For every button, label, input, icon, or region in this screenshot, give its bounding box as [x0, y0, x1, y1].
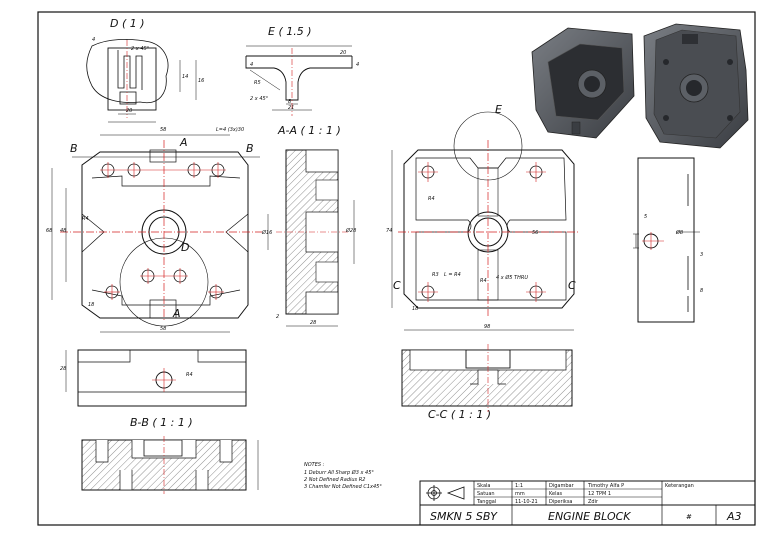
side-view-dim-2: 5 — [644, 214, 647, 220]
tb-scale-value: 1:1 — [515, 483, 523, 489]
section-aa-view: A-A ( 1 : 1 ) Ø16 Ø28 2 28 — [261, 124, 356, 327]
detail-e-dim-5: 21 — [288, 105, 294, 111]
front-view-dim-r: R4 — [186, 372, 193, 378]
notes-line-2: 2 Not Defined Radius R2 — [304, 477, 365, 483]
detail-d-slot-base — [119, 91, 137, 105]
top-view-dim-corner: 18 — [88, 302, 94, 308]
tb-remarks-label: Keterangan — [665, 483, 694, 489]
section-cc-title: C-C ( 1 : 1 ) — [428, 408, 491, 421]
center-view-dim-hole: 4 x Ø5 THRU — [496, 274, 528, 281]
section-aa-title: A-A ( 1 : 1 ) — [277, 124, 341, 137]
center-view-dim-width: 98 — [484, 324, 490, 330]
isometric-render-2 — [643, 23, 749, 149]
tb-scale-label: Skala — [477, 483, 491, 489]
detail-d-view: D ( 1 ) 4 2 x 45° 14 16 20 — [86, 17, 204, 123]
top-view-dim-bottom: 58 — [160, 326, 166, 332]
notes-line-3: 3 Chamfer Not Defined C1x45° — [304, 484, 382, 490]
section-bb-view: B-B ( 1 : 1 ) — [81, 416, 259, 494]
detail-e-dim-6: 20 — [340, 50, 346, 56]
section-aa-dim-1: Ø16 — [261, 229, 272, 236]
isometric-render-1 — [531, 27, 635, 139]
tb-class-value: 12 TPM 1 — [588, 491, 611, 497]
section-bb-title: B-B ( 1 : 1 ) — [130, 416, 193, 429]
tb-checked-value: Zdir — [588, 499, 599, 505]
front-view: R4 28 — [60, 349, 247, 407]
top-view-marker-b-right: B — [246, 142, 254, 155]
detail-d-boundary — [86, 38, 169, 104]
detail-e-dim-2: R5 — [254, 80, 261, 86]
side-view-body — [637, 157, 695, 323]
tb-unit-label: Satuan — [477, 491, 495, 497]
notes-block: NOTES : 1 Deburr All Sharp Ø3 x 45° 2 No… — [304, 462, 382, 490]
top-view: B B A A D — [46, 127, 262, 333]
detail-d-slot — [117, 50, 143, 90]
section-aa-dim-2: Ø28 — [345, 227, 356, 234]
center-view-marker-e: E — [495, 103, 502, 116]
tb-checked-label: Diperiksa — [549, 499, 573, 505]
title-block: Skala 1:1 Satuan mm Tanggal 11-10-21 Dig… — [419, 480, 756, 526]
top-view-dim-height2: 48 — [60, 228, 66, 234]
section-aa-dim-4: 28 — [310, 320, 316, 326]
tb-title: ENGINE BLOCK — [548, 510, 631, 523]
tb-school: SMKN 5 SBY — [430, 510, 498, 523]
detail-d-dim-1: 4 — [92, 37, 95, 43]
center-view-dim-r: R4 — [480, 278, 487, 284]
tb-number: # — [686, 513, 692, 521]
section-cc-view: C-C ( 1 : 1 ) — [401, 344, 573, 421]
tb-drawn-label: Digambar — [549, 483, 575, 489]
detail-e-dim-3: 2 x 45° — [250, 96, 269, 102]
top-view-dim-r: R4 — [82, 216, 89, 222]
detail-e-view: E ( 1.5 ) 4 R5 2 x 45° 8 21 20 4 — [245, 25, 359, 116]
center-view-marker-c-right: C — [568, 279, 576, 292]
tb-date-value: 11-10-21 — [515, 499, 538, 505]
tb-class-label: Kelas — [549, 491, 563, 497]
projection-symbol — [426, 485, 465, 501]
center-view-dim-mid: 56 — [532, 230, 538, 236]
center-view-dim-height: 74 — [386, 228, 392, 234]
side-view-dim-3: 3 — [700, 252, 703, 258]
top-view-outline — [81, 151, 249, 319]
center-view-dim-r1: R4 — [428, 196, 435, 202]
center-view-outline — [403, 149, 575, 309]
tb-size: A3 — [726, 510, 742, 523]
center-view-marker-c-left: C — [393, 279, 401, 292]
top-view-dim-chamfer: L=4 (3x)30 — [216, 127, 244, 133]
detail-d-outer — [107, 47, 157, 111]
notes-line-1: 1 Deburr All Sharp Ø3 x 45° — [304, 469, 374, 476]
side-view: Ø8 5 3 8 — [633, 157, 703, 323]
detail-d-dim-4: 16 — [198, 78, 204, 84]
tb-drawn-value: Timothy Alfa P — [587, 483, 624, 489]
front-view-dim-h: 28 — [60, 366, 66, 372]
top-view-dim-width: 58 — [160, 127, 166, 133]
detail-d-dim-5: 20 — [126, 108, 132, 114]
top-view-dim-height: 68 — [46, 228, 52, 234]
notes-title: NOTES : — [304, 462, 325, 468]
center-view-dim-b: 18 — [412, 306, 418, 312]
tb-date-label: Tanggal — [476, 499, 496, 505]
side-view-dim-4: 8 — [700, 288, 703, 294]
detail-d-dim-3: 14 — [182, 74, 188, 80]
section-aa-dim-3: 2 — [276, 314, 279, 320]
detail-e-dim-1: 4 — [250, 62, 253, 68]
sheet-border — [37, 11, 756, 526]
top-view-marker-a-top: A — [179, 136, 188, 149]
tb-unit-value: mm — [515, 491, 525, 497]
detail-d-title: D ( 1 ) — [110, 17, 145, 30]
front-view-body — [77, 349, 247, 407]
top-view-inner — [91, 175, 241, 306]
detail-e-title: E ( 1.5 ) — [268, 25, 312, 38]
detail-e-dim-7: 4 — [356, 62, 359, 68]
detail-d-dim-2: 2 x 45° — [131, 46, 150, 52]
top-view-marker-d: D — [181, 241, 189, 254]
side-view-dim-1: Ø8 — [675, 229, 683, 236]
top-view-marker-b-left: B — [70, 142, 78, 155]
center-view: E C C 74 98 R4 R3 L = R4 4 x Ø5 THRU 56 … — [386, 103, 580, 331]
center-view-dim-r2: R3 — [432, 272, 439, 278]
center-view-dim-r3: L = R4 — [444, 272, 461, 278]
detail-e-dim-4: 8 — [288, 99, 291, 105]
